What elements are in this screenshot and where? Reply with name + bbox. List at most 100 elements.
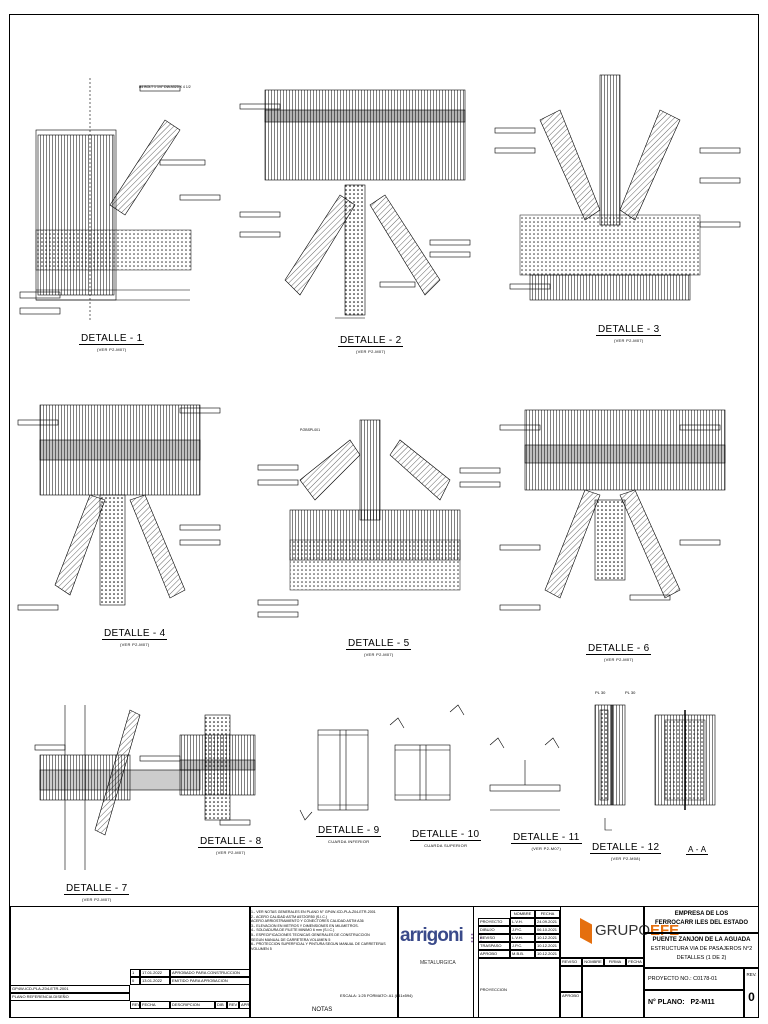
- detail-6-drawing: [499, 409, 726, 611]
- approved-label: APROBO: [560, 992, 582, 1018]
- project-line-1: PUENTE ZANJON DE LA AGUADA: [652, 937, 751, 943]
- date-cell: 10.12.2021: [535, 950, 560, 958]
- name-header: NOMBRE: [510, 910, 535, 918]
- notes-frame: [250, 906, 398, 1018]
- detail-5-drawing: [257, 419, 501, 618]
- client-line-1: EMPRESA DE LOS: [674, 911, 729, 917]
- detail-1-label: DETALLE - 1(VER P2-M07): [79, 333, 145, 352]
- detail-4-label: DETALLE - 4(VER P2-M07): [102, 628, 168, 647]
- arrigoni-name: arrigoni: [400, 925, 464, 946]
- revised-label: REVISO: [560, 958, 582, 966]
- section-title: A - A: [686, 845, 709, 855]
- ref-plan-code: GP4W-ICD-PLA-Z04-ETR-2001: [10, 985, 130, 993]
- name-cell: L.V.H.: [510, 918, 535, 926]
- scale-title: ESCALA:: [340, 993, 357, 998]
- detail-2-drawing: [239, 89, 471, 319]
- detail-7-drawing: [34, 705, 201, 870]
- detail-title: DETALLE - 4: [102, 628, 168, 640]
- client-line-2: FERROCARR ILES DEL ESTADO: [654, 920, 749, 926]
- note-line: 1.- VER NOTAS GENERALES EN PLANO N° GP4W…: [251, 910, 376, 914]
- detail-subtitle: (VER P2-M07): [531, 846, 562, 851]
- project-line-3: DETALLES (1 DE 2): [676, 955, 727, 961]
- rev-frame: [744, 968, 759, 1018]
- detail-subtitle: (VER P2-M07): [81, 897, 112, 902]
- project-line-2: ESTRUCTURA VIA DE PASAJEROS N°2: [650, 946, 753, 952]
- efe-logo-suffix: EFE: [650, 921, 680, 939]
- rev-header: REV: [227, 1001, 239, 1009]
- name-header: NOMBRE: [582, 958, 604, 966]
- arrigoni-logo: arrigoni ⋮⋮: [400, 925, 486, 946]
- date-cell: 06.10.2021: [535, 926, 560, 934]
- plan-no: N° PLANO: P2-M11: [648, 999, 715, 1006]
- revision-description: APROBADO PARA CONSTRUCCION: [170, 969, 250, 977]
- detail-subtitle: (VER P2-M08): [610, 856, 641, 861]
- name-cell: J.P.C.: [510, 926, 535, 934]
- detail-title: DETALLE - 12: [590, 842, 662, 854]
- efe-frame: [560, 906, 644, 958]
- project-no-value: C0178-01: [693, 976, 718, 982]
- detail-title: DETALLE - 9: [316, 825, 382, 837]
- role-cell: TRASPASO: [478, 942, 510, 950]
- revision-description: EMITIDO PARA APROBACION: [170, 977, 250, 985]
- section-aa-drawing: [654, 710, 716, 810]
- detail-11-label: DETALLE - 11 (VER P2-M07): [511, 832, 582, 851]
- detail-title: DETALLE - 11: [511, 832, 582, 844]
- detail-title: DETALLE - 10: [410, 829, 482, 841]
- revision-date: 17.01.2022: [140, 969, 170, 977]
- role-cell: REVISO: [478, 934, 510, 942]
- detail-subtitle: CUARDA SUPERIOR: [424, 843, 468, 848]
- rev-value: 0: [748, 990, 755, 1004]
- detail-subtitle: CUARDA INFERIOR: [328, 839, 370, 844]
- name-cell: M.B.B.: [510, 950, 535, 958]
- description-header: DESCRIPCION: [170, 1001, 215, 1009]
- detail-6-label: DETALLE - 6 (VER P2-M07): [586, 643, 652, 662]
- projection-label: PROYECCION: [480, 987, 507, 992]
- detail-9-drawing: [299, 729, 369, 821]
- role-cell: PROYECTO: [478, 918, 510, 926]
- detail-title: DETALLE - 8: [198, 836, 264, 848]
- detail-subtitle: (VER P2-M07): [355, 349, 386, 354]
- detail-8-drawing: [179, 714, 256, 826]
- project-no-label: PROYECTO NO.:: [648, 976, 692, 982]
- revision-table-frame: [10, 906, 250, 1018]
- date-cell: 10.12.2021: [535, 942, 560, 950]
- efe-logo: GRUPOEFE: [580, 918, 679, 944]
- efe-logo-prefix: GRUPO: [595, 921, 651, 939]
- detail-12-drawing: [594, 704, 626, 831]
- notes-list: 1.- VER NOTAS GENERALES EN PLANO N° GP4W…: [251, 910, 396, 951]
- project-no-frame: [644, 968, 744, 990]
- detail-11-drawing: [489, 737, 561, 811]
- detail-subtitle: (VER P2-M07): [603, 657, 634, 662]
- project-frame: [644, 933, 759, 968]
- detail-title: DETALLE - 6: [586, 643, 652, 655]
- client-frame: [644, 906, 759, 933]
- revision-date: 13.01.2022: [140, 977, 170, 985]
- detail-subtitle: (VER P2-M07): [363, 652, 394, 657]
- ref-plan-name: PLANO REFERENCIA DISEÑO: [10, 993, 130, 1001]
- blank-cell: [560, 966, 582, 992]
- projection-cell: PROYECCION: [478, 958, 560, 1018]
- date-cell: 10.12.2021: [535, 934, 560, 942]
- name-cell: L.V.H.: [510, 934, 535, 942]
- role-cell: APROBO: [478, 950, 510, 958]
- note-line: 6.- PROTECCION SUPERFICIAL Y PINTURA SEG…: [251, 942, 386, 947]
- role-cell: DIBUJO: [478, 926, 510, 934]
- detail-subtitle: (VER P2-M07): [215, 850, 246, 855]
- detail-3-label: DETALLE - 3(VER P2-M07): [596, 324, 662, 343]
- detail-title: DETALLE - 5: [346, 638, 412, 650]
- name-cell: J.P.C.: [510, 942, 535, 950]
- note-line: 3.- ELEVACION EN METROS Y DIMENSIONES EN…: [251, 923, 359, 928]
- arrigoni-frame: [398, 906, 474, 1018]
- dib-header: DIB: [215, 1001, 227, 1009]
- note-line: SEGUN MANUAL DE CARRETERA VOLUMEN 5: [251, 937, 331, 942]
- note-line: VOLUMEN 5: [251, 946, 272, 951]
- detail-title: DETALLE - 3: [596, 324, 662, 336]
- plan-no-value: P2-M11: [690, 999, 715, 1006]
- scale-value: 1:25: [358, 993, 366, 998]
- plan-no-frame: [644, 990, 744, 1018]
- date-header: FECHA: [535, 910, 560, 918]
- project-no: PROYECTO NO.: C0178-01: [648, 976, 717, 982]
- detail-7-label: DETALLE - 7(VER P2-M07): [64, 883, 130, 902]
- detail-title: DETALLE - 1: [79, 333, 145, 345]
- bolt-callout: B4 BOLT 1 1/4" DIA A325 X 4 1/2: [139, 85, 191, 89]
